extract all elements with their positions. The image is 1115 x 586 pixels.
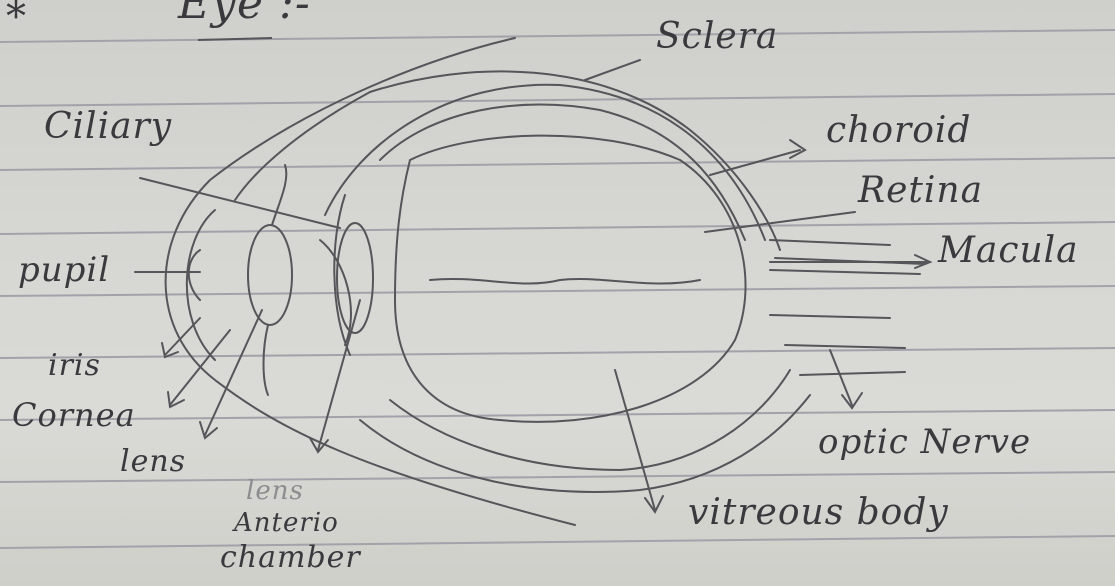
pointer-lens-head	[200, 422, 217, 438]
label-retina: Retina	[858, 170, 983, 211]
retina-lower	[390, 370, 790, 470]
pointer-optic	[830, 350, 852, 405]
macula-line	[770, 270, 920, 274]
optic-nerve-upper	[770, 315, 890, 318]
bullet-mark: *	[6, 0, 27, 40]
retina-outline	[380, 104, 745, 240]
ruled-line	[0, 536, 1115, 548]
ruled-line	[0, 30, 1115, 42]
label-vitreous-body: vitreous body	[688, 492, 949, 533]
optic-nerve-lower	[800, 372, 905, 375]
pointer-cornea-head	[168, 392, 184, 407]
pointer-lens	[205, 310, 262, 435]
sclera-outer-upper	[235, 92, 370, 200]
pointer-iris	[165, 318, 200, 355]
ruled-line	[0, 158, 1115, 170]
page-title: Eye :-	[178, 0, 311, 29]
label-optic-nerve: optic Nerve	[818, 422, 1031, 462]
label-choroid: choroid	[826, 110, 971, 151]
lens-lower-fiber	[264, 325, 269, 395]
label-lens: lens	[120, 444, 186, 479]
pointer-vitreous	[615, 370, 655, 510]
label-cornea: Cornea	[12, 396, 136, 434]
lens-upper-fiber	[272, 165, 286, 225]
pointer-ciliary	[140, 178, 340, 228]
label-iris: iris	[48, 348, 101, 383]
label-lens-faint: lens	[246, 476, 304, 506]
macula-line	[770, 240, 890, 245]
vitreous-wave	[430, 279, 700, 284]
label-anterior-line1: Anterio	[234, 508, 339, 538]
label-macula: Macula	[938, 230, 1079, 271]
label-sclera: Sclera	[656, 16, 778, 57]
label-ciliary: Ciliary	[44, 106, 172, 147]
lens-outline	[248, 225, 292, 325]
label-pupil: pupil	[18, 250, 110, 290]
optic-nerve-mid	[785, 345, 905, 348]
pointer-choroid-head	[790, 140, 805, 158]
sclera-outline	[166, 38, 575, 525]
ruled-line	[0, 410, 1115, 420]
label-anterior-line2: chamber	[220, 540, 361, 575]
pointer-sclera	[585, 60, 640, 80]
